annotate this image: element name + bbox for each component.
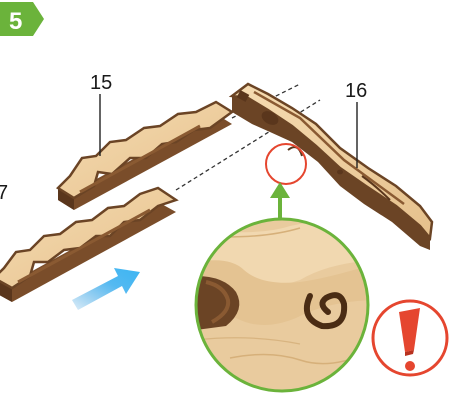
zoom-detail-circle — [190, 210, 380, 395]
label-part-7: 7 — [0, 182, 8, 204]
warning-exclamation-icon — [373, 301, 447, 375]
detail-highlight-circle — [266, 144, 306, 184]
label-part-16: 16 — [345, 80, 367, 102]
step-badge: 5 — [0, 2, 44, 36]
callout-arrow-icon — [270, 182, 290, 218]
step-number: 5 — [9, 8, 22, 35]
move-arrow-icon — [72, 268, 140, 310]
part-7 — [0, 188, 176, 302]
label-part-15: 15 — [90, 72, 112, 94]
